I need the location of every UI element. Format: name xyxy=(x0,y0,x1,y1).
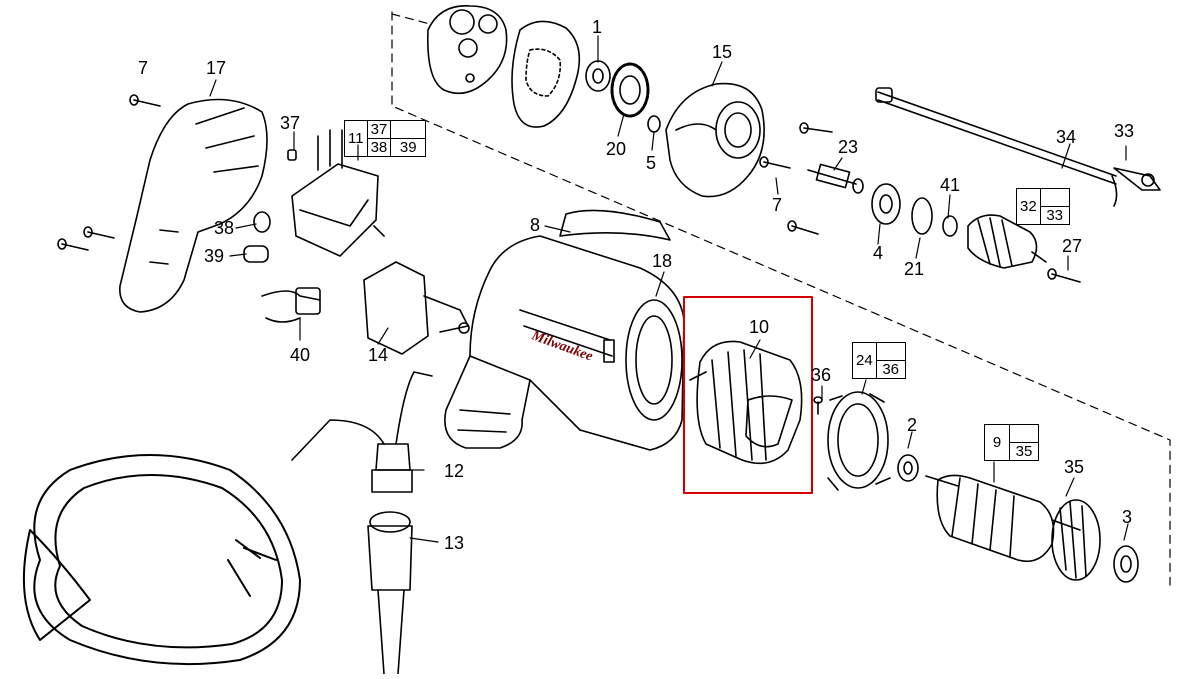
callout-cell: 35 xyxy=(1009,442,1039,461)
part-label: 1 xyxy=(592,17,603,37)
bearing-1 xyxy=(585,60,611,92)
part-label: 7 xyxy=(138,58,149,78)
cord-plug-12 xyxy=(291,371,433,493)
part-label: 3 xyxy=(1122,507,1133,527)
callout-cell: 37 xyxy=(366,120,392,139)
gear-20 xyxy=(610,62,650,118)
callout-main: 32 xyxy=(1016,188,1041,225)
brush-ring-24 xyxy=(827,391,891,491)
part-label: 40 xyxy=(290,345,311,365)
washer-41 xyxy=(942,215,958,237)
callout-cell: 39 xyxy=(390,138,427,157)
callout-cell: 33 xyxy=(1039,206,1070,225)
housing-label-8 xyxy=(559,209,671,241)
handle-housing-17 xyxy=(119,98,268,313)
part-label: 33 xyxy=(1114,121,1135,141)
part-label: 7 xyxy=(772,195,783,215)
leader-lines xyxy=(209,35,1129,543)
part-label: 12 xyxy=(444,461,465,481)
highlight-part-label: 10 xyxy=(749,317,770,337)
brush-holder-11 xyxy=(291,129,385,257)
ring-21 xyxy=(911,197,933,235)
motor-housing-18 xyxy=(469,235,685,451)
callout-cell xyxy=(1039,188,1070,207)
screw-27 xyxy=(1047,268,1081,283)
callout-11: 11 37 38 39 xyxy=(344,120,427,157)
part-label: 34 xyxy=(1056,127,1077,147)
part-label: 4 xyxy=(873,243,884,263)
part-label: 36 xyxy=(811,365,832,385)
bushing-5 xyxy=(647,115,661,133)
rear-grip xyxy=(444,355,531,449)
pin-36 xyxy=(813,396,823,415)
drill-chuck xyxy=(967,214,1047,269)
callout-cell: 38 xyxy=(366,138,392,157)
callout-24: 24 36 xyxy=(852,342,906,379)
callout-main: 9 xyxy=(984,424,1010,461)
callout-cell xyxy=(1009,424,1039,443)
callout-cell: 36 xyxy=(875,360,906,379)
fan-35 xyxy=(1051,499,1101,581)
part-label: 18 xyxy=(652,251,673,271)
armature-9 xyxy=(925,474,1081,563)
callout-cell xyxy=(875,342,906,361)
callout-cell xyxy=(390,120,427,139)
part-label: 17 xyxy=(206,58,227,78)
switch-14 xyxy=(363,261,470,355)
part-label: 13 xyxy=(444,533,465,553)
part-label: 41 xyxy=(940,175,961,195)
screws-left xyxy=(57,94,161,251)
part-label: 27 xyxy=(1062,236,1083,256)
spring-38 xyxy=(253,211,271,233)
part-label: 37 xyxy=(280,113,301,133)
cord-connector-13 xyxy=(367,511,413,675)
gear-cover-plate xyxy=(427,5,508,95)
part-label: 8 xyxy=(530,215,541,235)
brush-39 xyxy=(243,245,269,263)
part-label: 35 xyxy=(1064,457,1085,477)
callout-main: 11 xyxy=(344,120,368,157)
part-label: 20 xyxy=(606,139,627,159)
depth-rod-34 xyxy=(875,87,1118,207)
callout-32: 32 33 xyxy=(1016,188,1070,225)
part-label: 38 xyxy=(214,218,235,238)
part-label: 15 xyxy=(712,42,733,62)
field-coil-10 xyxy=(689,340,803,465)
part-label: 2 xyxy=(907,415,918,435)
assembly-guide-lines xyxy=(391,11,1171,586)
part-label: 14 xyxy=(368,345,389,365)
part-label: 39 xyxy=(204,246,225,266)
highlight-box xyxy=(683,296,813,494)
callout-main: 24 xyxy=(852,342,877,379)
bearing-3 xyxy=(1113,545,1139,583)
bearing-4 xyxy=(871,183,901,225)
spindle-23 xyxy=(807,163,864,194)
gasket-plate xyxy=(511,20,581,128)
part-label: 21 xyxy=(904,259,925,279)
screws-7-right xyxy=(759,122,833,235)
chuck-key-33 xyxy=(1113,167,1161,191)
callout-9: 9 35 xyxy=(984,424,1039,461)
power-cord xyxy=(22,454,301,666)
cable-40 xyxy=(261,287,321,323)
gear-housing-15 xyxy=(665,82,765,198)
part-label: 5 xyxy=(646,153,657,173)
part-label: 23 xyxy=(838,137,859,157)
bearing-2 xyxy=(897,454,919,482)
pin-37 xyxy=(287,149,297,161)
